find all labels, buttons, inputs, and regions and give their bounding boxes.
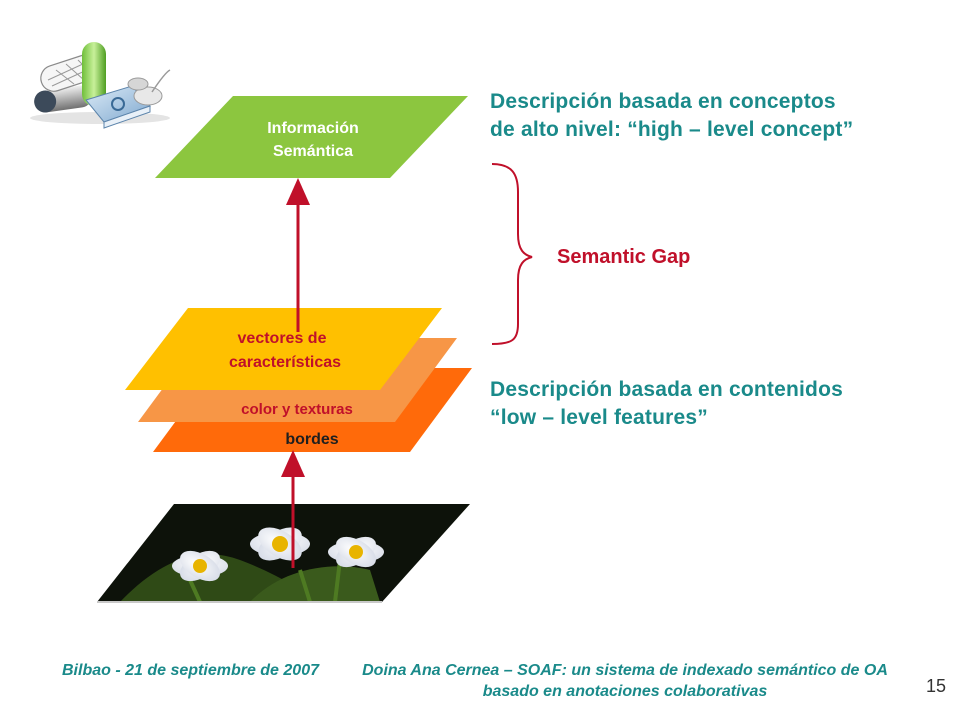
pills-book-logo-icon xyxy=(30,42,171,129)
feature-vectors-layer: vectores de características xyxy=(125,308,442,390)
daisy-flowers-photo xyxy=(97,504,470,603)
semantic-gap-label: Semantic Gap xyxy=(557,246,691,268)
semantic-info-label-line1: Información xyxy=(267,120,359,137)
semantic-gap-brace xyxy=(491,163,533,345)
low-level-description-line2: “low – level features” xyxy=(490,406,708,429)
low-level-description: Descripción basada en contenidos “low – … xyxy=(490,376,843,432)
high-level-description-line2: de alto nivel: “high – level concept” xyxy=(490,118,854,141)
feature-vectors-label-line1: vectores de xyxy=(238,330,327,347)
semantic-info-label-line2: Semántica xyxy=(273,143,353,160)
daisy-2 xyxy=(250,527,310,561)
low-level-description-line1: Descripción basada en contenidos xyxy=(490,378,843,401)
high-level-description-line1: Descripción basada en conceptos xyxy=(490,90,836,113)
footer-author-title: Doina Ana Cernea – SOAF: un sistema de i… xyxy=(362,662,888,700)
page-number: 15 xyxy=(926,676,947,696)
footer-location-date: Bilbao - 21 de septiembre de 2007 xyxy=(62,662,319,679)
edges-label: bordes xyxy=(285,431,338,448)
daisy-3 xyxy=(328,536,384,568)
high-level-description: Descripción basada en conceptos de alto … xyxy=(490,88,853,144)
color-textures-label: color y texturas xyxy=(241,401,353,418)
feature-vectors-label-line2: características xyxy=(229,354,341,371)
daisy-1 xyxy=(172,550,228,582)
semantic-info-layer: Información Semántica xyxy=(155,96,468,178)
